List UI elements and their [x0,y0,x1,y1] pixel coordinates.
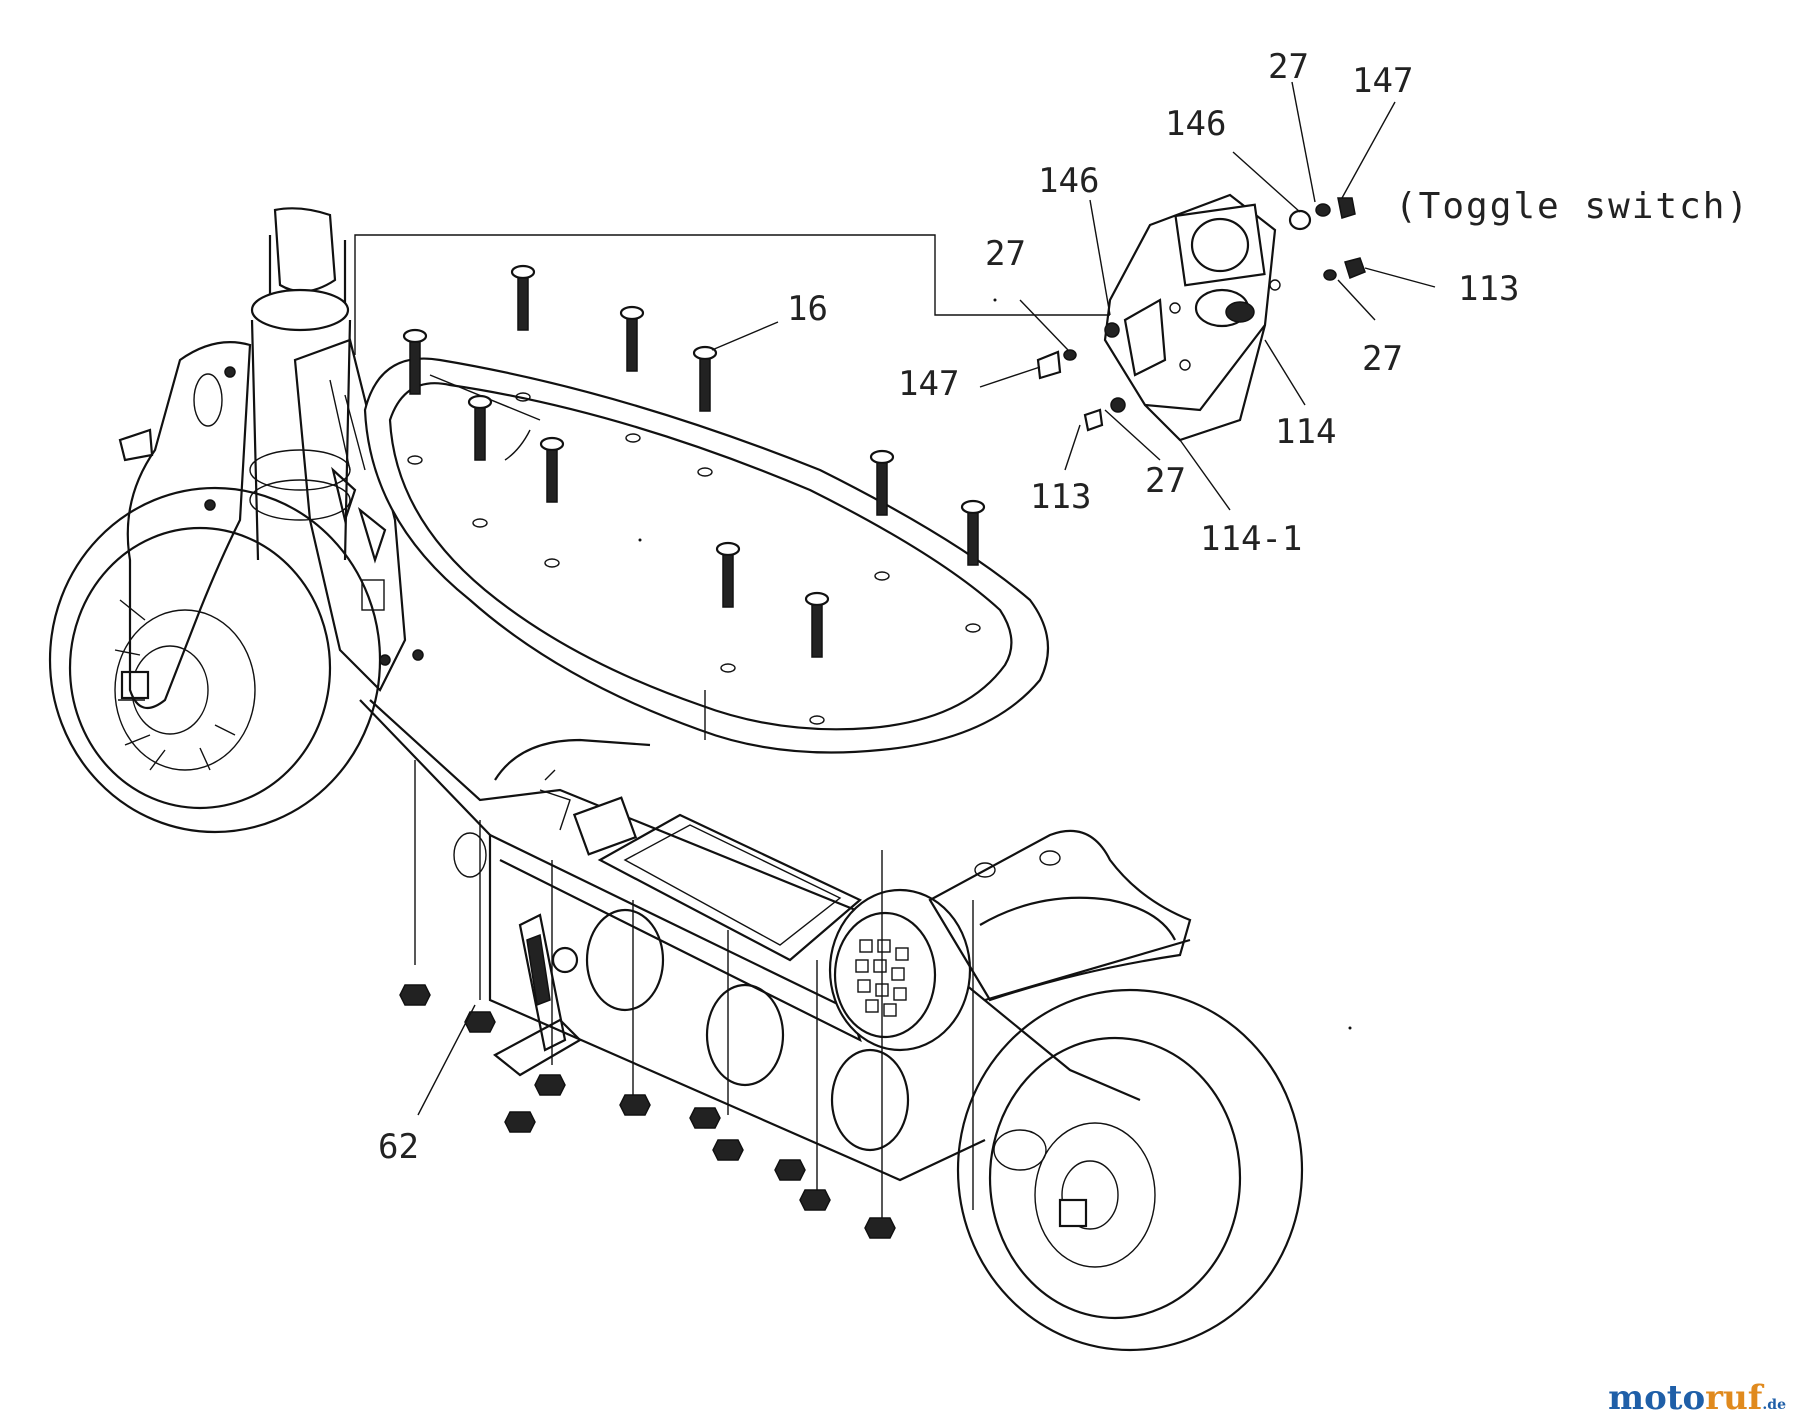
deck-screws [402,264,986,658]
nuts [399,984,896,1239]
alignment-lines [414,690,974,1230]
callout-147-left: 147 [898,364,959,404]
callout-146-top: 146 [1165,104,1226,144]
toggle-switch-assembly [1036,193,1366,442]
toggle-switch-caption: (Toggle switch) [1395,186,1750,227]
callout-62: 62 [378,1127,419,1167]
front-fork-assembly [118,207,424,710]
callout-27-top: 27 [1268,47,1309,87]
scooter-frame [359,699,1141,1182]
callout-16: 16 [787,289,828,329]
callout-27-bottom: 27 [1145,461,1186,501]
deck-plate [363,357,1050,754]
motoruf-watermark-logo: motoruf.de [1608,1378,1786,1418]
callout-114-1: 114-1 [1200,519,1302,559]
motor [828,888,972,1052]
brake-pedal [493,913,582,1077]
callout-labels: 16 27 147 146 146 27 147 113 27 114 113 … [378,47,1750,1167]
callout-113-bottom: 113 [1030,477,1091,517]
callout-147-top: 147 [1352,61,1413,101]
stray-marks [638,298,1352,1030]
callout-113-right: 113 [1458,269,1519,309]
rear-wheel [956,988,1304,1352]
callout-27-right: 27 [1362,339,1403,379]
leader-lines [417,81,1436,1116]
reference-bracket-line [354,234,1110,355]
rear-fender [928,829,1192,1002]
callout-27-mid: 27 [985,234,1026,274]
callout-114: 114 [1275,412,1336,452]
front-wheel [48,486,382,834]
callout-146-mid: 146 [1038,161,1099,201]
